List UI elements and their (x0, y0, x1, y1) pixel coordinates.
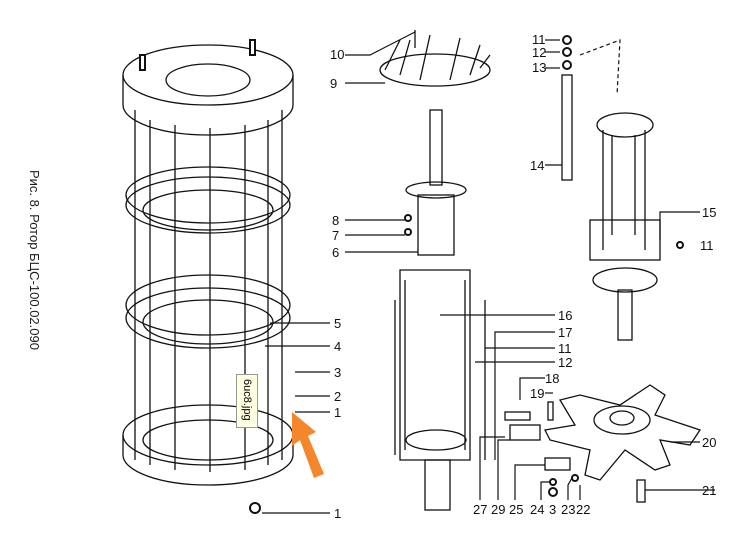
label-3: 3 (334, 365, 341, 380)
label-3b: 3 (549, 502, 556, 517)
label-13: 13 (532, 60, 546, 75)
figure-caption: Рис. 8. Ротор БЦС-100.02.090 (27, 170, 42, 350)
fan-shaft-assembly (379, 30, 491, 511)
label-15: 15 (702, 205, 716, 220)
label-5: 5 (334, 316, 341, 331)
label-8: 8 (332, 213, 339, 228)
label-2: 2 (334, 389, 341, 404)
leader-lines (262, 31, 715, 514)
label-19: 19 (530, 386, 544, 401)
label-12b: 12 (558, 355, 572, 370)
label-11b: 11 (700, 238, 714, 253)
label-4: 4 (334, 339, 341, 354)
label-18: 18 (545, 371, 559, 386)
label-6: 6 (332, 245, 339, 260)
label-25: 25 (509, 502, 523, 517)
label-24: 24 (530, 502, 544, 517)
label-1b: 1 (334, 506, 341, 521)
label-9: 9 (330, 76, 337, 91)
label-12: 12 (532, 45, 546, 60)
star-plate (504, 384, 702, 503)
rod-assembly (561, 35, 684, 341)
orange-arrow-icon (292, 412, 324, 478)
label-29: 29 (491, 502, 505, 517)
part-labels: 10 9 11 12 13 14 15 11 8 7 6 16 17 11 12… (330, 32, 716, 521)
label-20: 20 (702, 435, 716, 450)
label-21: 21 (702, 483, 716, 498)
label-7: 7 (332, 228, 339, 243)
label-23: 23 (561, 502, 575, 517)
label-17: 17 (558, 325, 572, 340)
label-14: 14 (530, 158, 544, 173)
filename-tooltip: 6uc8.jpg (236, 374, 258, 428)
label-22: 22 (576, 502, 590, 517)
label-10: 10 (330, 47, 344, 62)
label-1: 1 (334, 405, 341, 420)
label-27: 27 (473, 502, 487, 517)
rotor-cage (122, 39, 294, 514)
label-11c: 11 (558, 341, 572, 356)
label-16: 16 (558, 308, 572, 323)
tooltip-filename: 6uc8.jpg (241, 379, 253, 421)
label-11: 11 (532, 32, 546, 47)
